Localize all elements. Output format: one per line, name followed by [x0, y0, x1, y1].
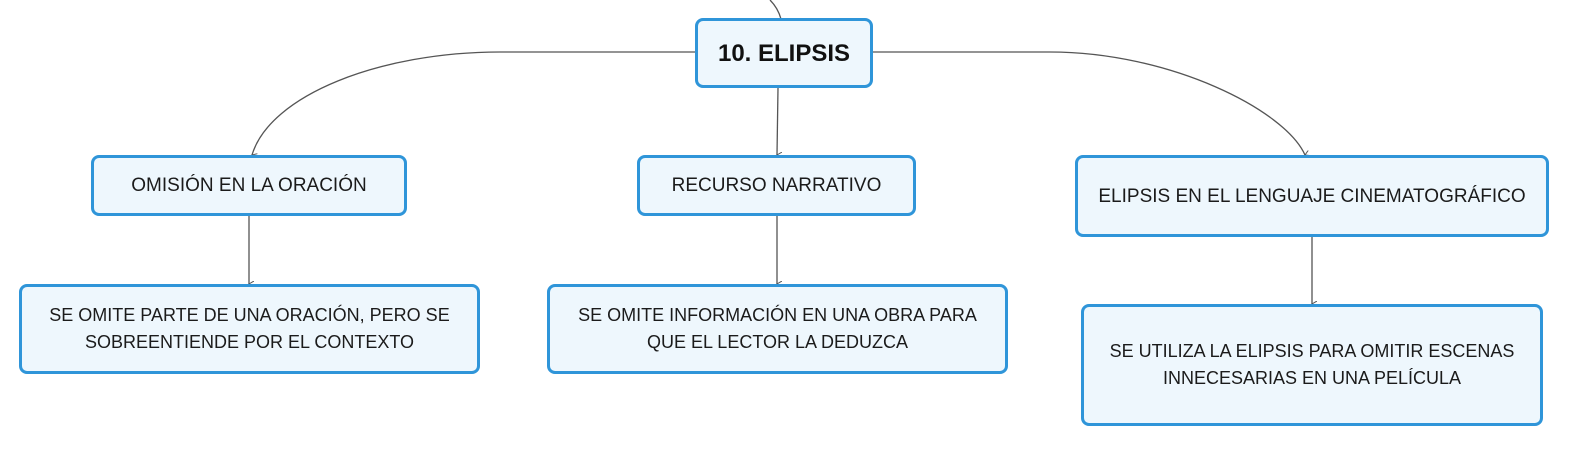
branch-node-recurso[interactable]: RECURSO NARRATIVO — [637, 155, 916, 216]
root-label: 10. ELIPSIS — [717, 39, 851, 67]
branch-label-cinematografico: ELIPSIS EN EL LENGUAJE CINEMATOGRÁFICO — [1098, 185, 1526, 207]
connector-root-to-cine — [872, 51, 1305, 155]
detail-node-recurso[interactable]: SE OMITE INFORMACIÓN EN UNA OBRA PARA QU… — [547, 284, 1008, 374]
detail-node-omision[interactable]: SE OMITE PARTE DE UNA ORACIÓN, PERO SE S… — [19, 284, 480, 374]
incoming-connector — [769, 0, 782, 20]
detail-text-omision: SE OMITE PARTE DE UNA ORACIÓN, PERO SE S… — [49, 305, 450, 352]
detail-text-cinematografico: SE UTILIZA LA ELIPSIS PARA OMITIR ESCENA… — [1109, 341, 1515, 388]
branch-node-omision[interactable]: OMISIÓN EN LA ORACIÓN — [91, 155, 407, 216]
connector-root-to-omision — [252, 51, 697, 155]
detail-node-cinematografico[interactable]: SE UTILIZA LA ELIPSIS PARA OMITIR ESCENA… — [1081, 304, 1543, 426]
branch-node-cinematografico[interactable]: ELIPSIS EN EL LENGUAJE CINEMATOGRÁFICO — [1075, 155, 1549, 237]
branch-label-omision: OMISIÓN EN LA ORACIÓN — [131, 175, 367, 196]
branch-label-recurso: RECURSO NARRATIVO — [671, 175, 882, 196]
detail-text-recurso: SE OMITE INFORMACIÓN EN UNA OBRA PARA QU… — [578, 305, 977, 352]
connector-root-to-recurso — [777, 87, 778, 155]
root-node[interactable]: 10. ELIPSIS — [695, 18, 873, 88]
